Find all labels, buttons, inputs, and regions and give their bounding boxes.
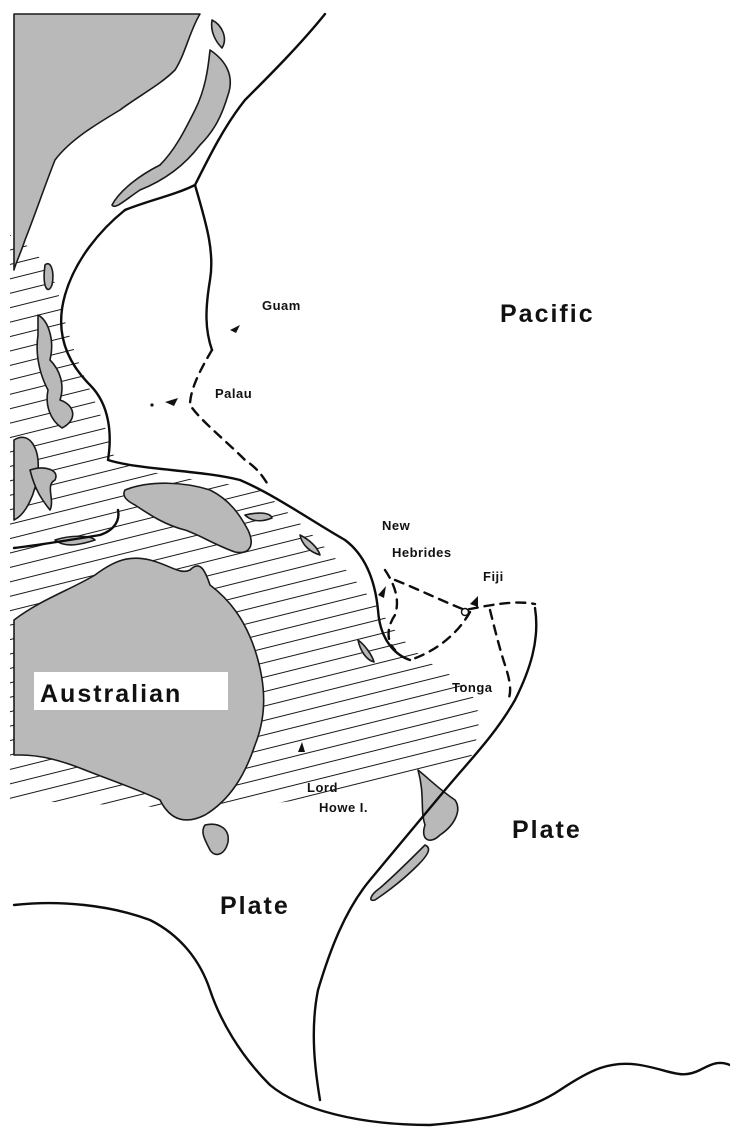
new-caledonia-island — [357, 639, 375, 663]
label-australian: Australian — [40, 680, 182, 708]
sulawesi-landmass — [29, 467, 57, 511]
label-guam: Guam — [262, 298, 301, 313]
solomon-islands — [299, 534, 321, 556]
plate-boundary-antarctic — [12, 901, 730, 1127]
dashed-boundary-tonga — [488, 608, 512, 702]
japan-landmass — [111, 49, 232, 208]
plate-boundary-southern — [312, 606, 538, 1102]
label-lord-howe-line1: Lord — [307, 780, 338, 795]
dashed-boundary-fiji — [393, 578, 537, 612]
guam-pointer — [230, 325, 240, 333]
philippines-landmass — [36, 314, 74, 429]
japan-north-island — [210, 19, 226, 49]
plate-boundary-asian-margin — [59, 208, 412, 662]
label-pacific: Pacific — [500, 300, 595, 328]
new-zealand-south-island — [370, 844, 430, 902]
tasmania-landmass — [202, 823, 229, 856]
dashed-boundary-mariana — [188, 348, 272, 490]
label-australian-plate: Plate — [220, 892, 290, 920]
new-guinea-landmass — [123, 482, 252, 554]
label-lord-howe-line2: Howe I. — [319, 800, 368, 815]
palau-pointer — [165, 398, 178, 406]
label-fiji: Fiji — [483, 569, 504, 584]
small-island-marker — [150, 403, 154, 407]
dashed-boundary-fiji-south — [408, 610, 472, 662]
plate-boundary-japan-trench — [123, 12, 327, 212]
australian-label-box — [34, 672, 228, 710]
taiwan-landmass — [43, 263, 54, 291]
label-pacific-plate: Plate — [512, 816, 582, 844]
fiji-pointer — [470, 596, 478, 607]
new-zealand-north-island — [417, 769, 459, 841]
lord-howe-pointer — [298, 742, 305, 752]
dashed-boundary-new-hebrides — [383, 568, 399, 652]
label-palau: Palau — [215, 386, 252, 401]
asia-landmass — [13, 13, 201, 271]
new-britain-island — [244, 512, 273, 522]
label-new-hebrides-line2: Hebrides — [392, 545, 452, 560]
new-hebrides-pointer — [378, 586, 386, 598]
plate-boundary-west-pacific — [193, 183, 214, 352]
plate-boundary-tasman-west — [12, 508, 120, 550]
label-tonga: Tonga — [452, 680, 493, 695]
label-new-hebrides-line1: New — [382, 518, 411, 533]
fiji-island-marker — [460, 607, 470, 617]
